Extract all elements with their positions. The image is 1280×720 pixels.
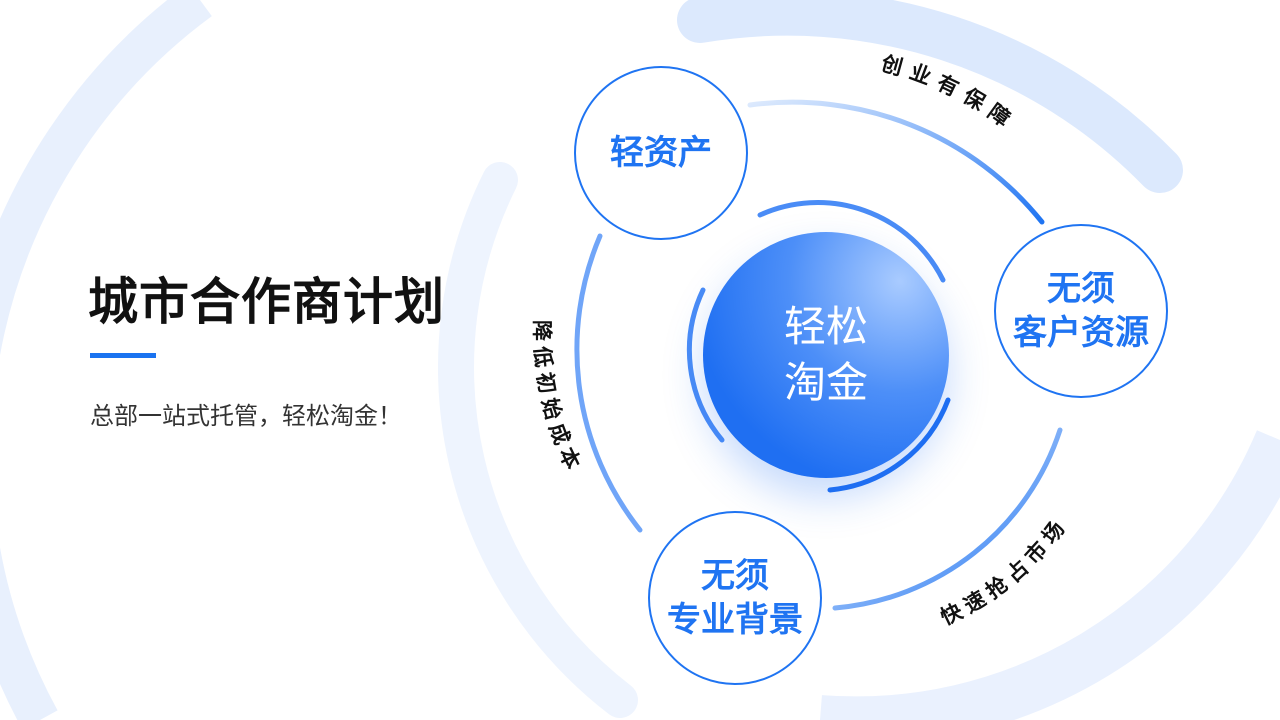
title-underline bbox=[90, 353, 156, 358]
node-line-1: 轻资产 bbox=[610, 134, 712, 172]
center-line-2: 淘金 bbox=[783, 359, 868, 406]
node-no-professional-background: 无须 专业背景 bbox=[648, 511, 822, 685]
center-circle: 轻松 淘金 bbox=[703, 232, 949, 478]
node-light-assets: 轻资产 bbox=[574, 66, 748, 240]
node-line-1: 无须 bbox=[1047, 270, 1115, 308]
node-no-client-resources: 无须 客户资源 bbox=[994, 224, 1168, 398]
center-line-1: 轻松 bbox=[783, 303, 868, 350]
outer-arc-top bbox=[747, 99, 1045, 225]
bg-swirl-left bbox=[0, 0, 212, 720]
outer-arc-left bbox=[574, 233, 643, 533]
bg-swirl-bottom bbox=[820, 430, 1280, 720]
slide-title: 城市合作商计划 bbox=[88, 274, 445, 330]
inner-arc-left bbox=[686, 287, 725, 443]
arc-label-bottom: 快速抢占市场 bbox=[937, 513, 1072, 630]
outer-arc-bottom bbox=[832, 427, 1063, 611]
node-line-2: 专业背景 bbox=[667, 601, 803, 639]
slide-subtitle: 总部一站式托管，轻松淘金！ bbox=[90, 403, 402, 430]
bg-swirl-top bbox=[677, 0, 1183, 193]
inner-arc-bottom bbox=[827, 397, 951, 493]
bg-swirl-mid bbox=[438, 162, 638, 718]
node-line-2: 客户资源 bbox=[1013, 314, 1149, 352]
node-line-1: 无须 bbox=[701, 557, 769, 595]
inner-arc-top bbox=[757, 200, 946, 283]
